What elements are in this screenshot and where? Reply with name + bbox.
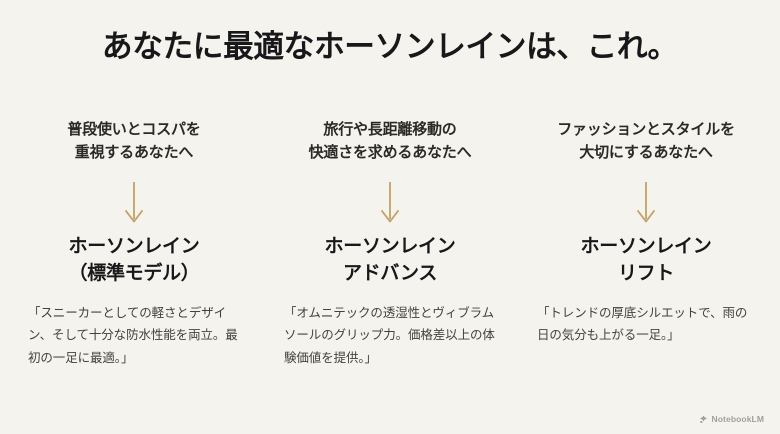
audience-line-2: 大切にするあなたへ [579,144,713,162]
product-column-advance: 旅行や長距離移動の 快適さを求めるあなたへ ホーソンレイン アドバンス 「オムニ… [268,118,512,369]
page-title: あなたに最適なホーソンレインは、これ。 [102,29,678,64]
audience-line-1: 普段使いとコスパを [67,121,201,138]
comparison-columns: 普段使いとコスパを 重視するあなたへ ホーソンレイン （標準モデル） 「スニーカ… [12,118,768,369]
product-name: ホーソンレイン リフト [581,234,712,290]
title-container: あなたに最適なホーソンレインは、これ。 [0,28,780,65]
arrow-slot [379,174,401,232]
product-column-lift: ファッションとスタイルを 大切にするあなたへ ホーソンレイン リフト 「トレンド… [524,118,768,347]
audience-heading: ファッションとスタイルを 大切にするあなたへ [557,118,735,166]
watermark-label: NotebookLM [711,414,764,424]
product-description: 「オムニテックの透湿性とヴィブラムソールのグリップ力。価格差以上の体験価値を提供… [284,306,495,365]
product-line-1: ホーソンレイン [68,236,200,257]
audience-heading: 旅行や長距離移動の 快適さを求めるあなたへ [309,118,472,166]
product-name: ホーソンレイン （標準モデル） [69,234,200,290]
product-name: ホーソンレイン アドバンス [325,234,456,290]
audience-heading: 普段使いとコスパを 重視するあなたへ [67,118,200,166]
audience-line-2: 重視するあなたへ [74,144,194,162]
audience-line-1: ファッションとスタイルを [557,121,735,138]
product-line-2: リフト [617,262,675,284]
product-description: 「スニーカーとしての軽さとデザイン、そして十分な防水性能を両立。最初の一足に最適… [28,306,238,365]
product-line-2: アドバンス [342,262,438,284]
arrow-down-icon [637,182,655,223]
product-column-standard: 普段使いとコスパを 重視するあなたへ ホーソンレイン （標準モデル） 「スニーカ… [12,118,256,369]
notebooklm-watermark: NotebookLM [699,414,764,424]
product-line-2: （標準モデル） [68,262,200,284]
arrow-down-icon [381,182,399,223]
audience-line-2: 快適さを求めるあなたへ [308,144,472,162]
notebooklm-icon [699,414,708,423]
product-line-1: ホーソンレイン [580,236,712,257]
arrow-slot [635,174,657,232]
product-description: 「トレンドの厚底シルエットで、雨の日の気分も上がる一足。」 [537,306,748,343]
product-line-1: ホーソンレイン [324,236,456,257]
arrow-slot [123,174,145,232]
arrow-down-icon [125,182,143,223]
audience-line-1: 旅行や長距離移動の [323,121,457,138]
